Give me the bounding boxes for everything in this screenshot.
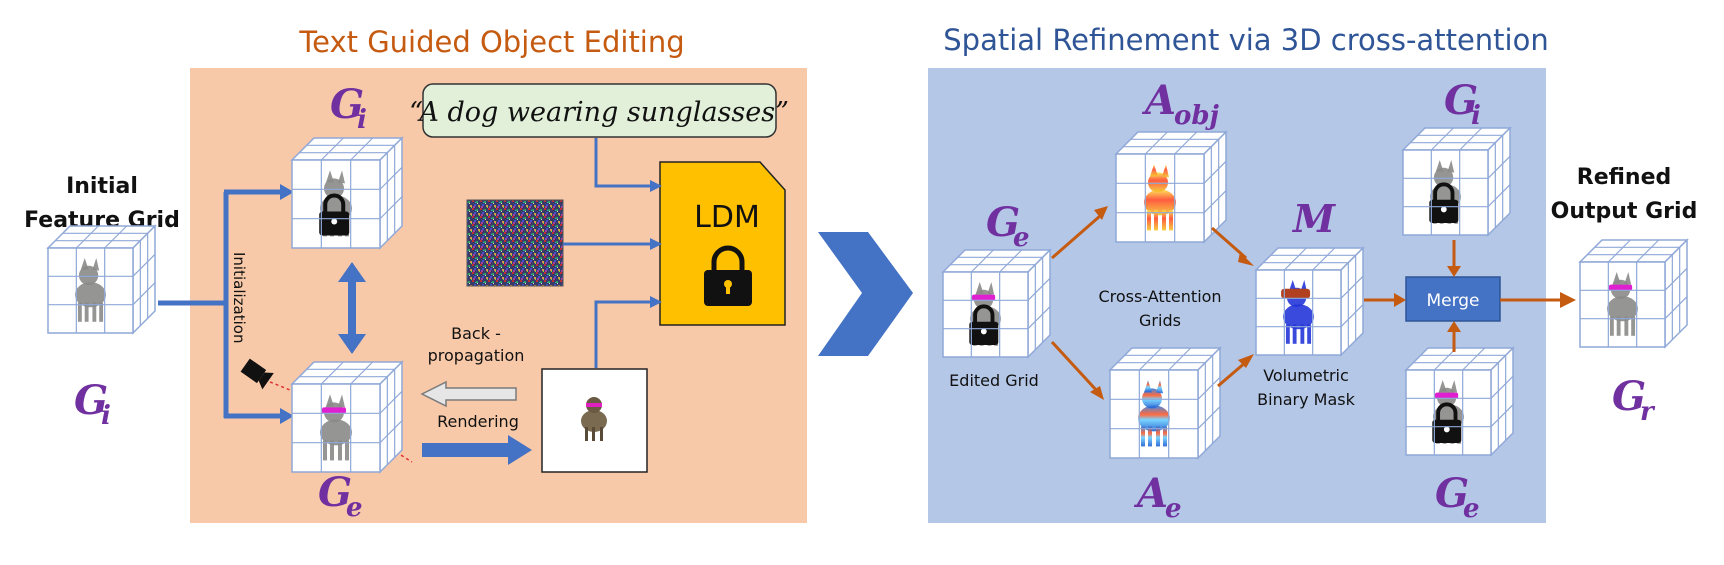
symbol-a-obj: A obj [1141,77,1220,131]
edited-grid-label: Edited Grid [949,371,1039,390]
lock-icon-ldm [704,245,752,306]
svg-text:e: e [1013,223,1030,253]
svg-text:G: G [986,199,1020,246]
rendering-arrow [422,435,532,465]
noise-image [466,199,564,287]
arrowhead-to-ge [280,408,294,424]
svg-text:G: G [1435,470,1469,517]
arrowhead-ae-to-m [1238,354,1254,368]
arrowhead-to-gi [280,184,294,200]
svg-text:G: G [1444,77,1478,124]
symbol-a-e: A e [1133,470,1182,524]
refined-output-cube [1578,238,1689,349]
svg-text:A: A [1133,470,1168,517]
symbol-g-i-top: G i [330,81,367,135]
initial-label-line1: Initial [66,174,138,199]
double-arrow-icon [338,262,366,354]
camera-icon [240,358,274,390]
ldm-label: LDM [694,200,760,235]
right-panel-title: Spatial Refinement via 3D cross-attentio… [943,23,1548,57]
ldm-input-arrows [563,138,652,368]
symbol-g-i-right: G i [1444,77,1481,131]
rendered-dog-icon [581,397,607,441]
ldm-block [659,161,786,326]
mask-cube [1254,246,1365,357]
arrowhead-to-aobj [1094,206,1108,220]
backprop-label-line2: propagation [428,346,525,365]
chevron-arrow-icon [818,232,913,356]
arrowhead-m-to-merge [1394,293,1406,307]
initialization-label: Initialization [230,252,248,343]
edited-grid-cube [941,248,1052,359]
svg-text:G: G [74,377,108,424]
a-obj-cube [1114,130,1228,244]
svg-text:G: G [318,469,352,516]
svg-text:G: G [1612,373,1646,420]
initialization-connector [158,189,282,419]
initial-feature-grid-cube [46,224,157,335]
svg-text:e: e [1165,494,1182,524]
rendering-label: Rendering [437,412,519,431]
gi-right-locked-cube [1401,126,1512,237]
ge-edited-cube [290,360,404,474]
symbol-g-r: G r [1612,373,1656,427]
backprop-label-line1: Back - [451,324,501,343]
arrowhead-to-output [1560,292,1576,308]
cross-attention-label-line1: Cross-Attention [1098,287,1221,306]
refined-label-line1: Refined [1577,165,1672,190]
svg-text:e: e [346,493,363,523]
arrowhead-ge-to-merge [1447,321,1461,332]
arrowhead-prompt-ldm [650,180,662,192]
ge-right-locked-cube [1404,346,1515,457]
text-prompt-box [422,83,777,138]
arrowhead-render-ldm [650,296,662,308]
mask-label-line2: Binary Mask [1257,390,1355,409]
svg-text:G: G [330,81,364,128]
left-panel-title: Text Guided Object Editing [298,25,684,59]
svg-text:e: e [1463,494,1480,524]
refined-label-line2: Output Grid [1551,199,1698,224]
merge-label: Merge [1426,291,1479,311]
mask-label-line1: Volumetric [1263,366,1349,385]
svg-text:i: i [101,401,111,431]
svg-text:r: r [1640,397,1656,427]
svg-text:A: A [1141,77,1176,124]
symbol-m: M [1291,196,1336,241]
gi-locked-cube [290,136,404,250]
arrowhead-to-ae [1090,386,1104,400]
arrowhead-noise-ldm [650,238,662,250]
symbol-g-e-bottom: G e [318,469,363,523]
backprop-arrow [420,380,517,408]
text-prompt: “A dog wearing sunglasses” [409,97,789,128]
merge-box [1405,276,1501,322]
cross-attention-label-line2: Grids [1139,311,1181,330]
svg-text:i: i [1471,101,1481,131]
arrowhead-aobj-to-m [1238,252,1254,266]
symbol-g-e-right-bottom: G e [1435,470,1480,524]
symbol-g-e-right: G e [986,199,1030,253]
orange-arrows [1050,214,1562,394]
arrowhead-gi-to-merge [1447,266,1461,277]
a-e-cube [1108,346,1222,460]
svg-text:obj: obj [1174,101,1220,131]
svg-text:i: i [357,105,367,135]
symbol-g-i-left: G i [74,377,111,431]
